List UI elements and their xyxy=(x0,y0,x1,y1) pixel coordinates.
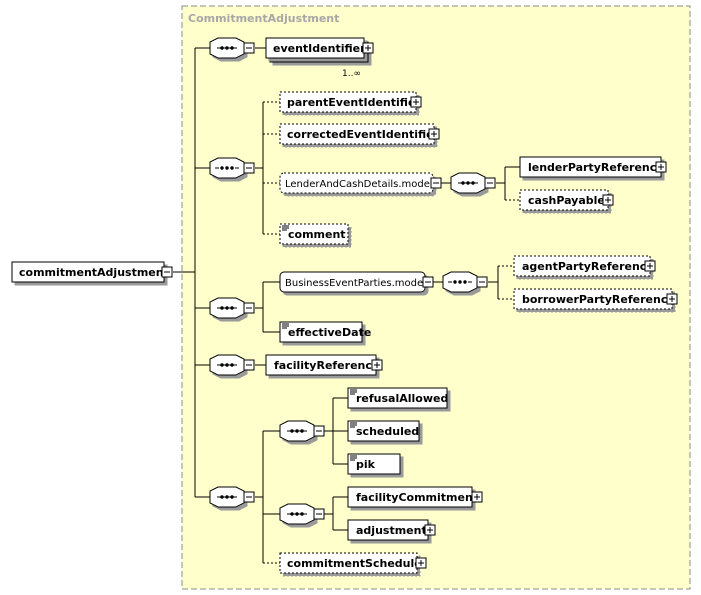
collapse-icon[interactable] xyxy=(243,359,255,371)
expand-icon[interactable] xyxy=(602,194,614,206)
element-pik[interactable]: pik xyxy=(347,453,401,475)
expand-icon[interactable] xyxy=(410,96,422,108)
collapse-icon[interactable] xyxy=(313,508,325,520)
element-label: effectiveDate xyxy=(288,326,371,339)
element-label: eventIdentifier xyxy=(273,42,366,55)
element-facilityReference[interactable]: facilityReference xyxy=(265,354,383,376)
element-label: lenderPartyReference xyxy=(528,161,664,174)
collapse-icon[interactable] xyxy=(243,42,255,54)
connector-lines xyxy=(173,47,520,564)
collapse-icon[interactable] xyxy=(430,177,442,189)
element-scheduled[interactable]: scheduled xyxy=(347,420,420,442)
element-cashPayable[interactable]: cashPayable xyxy=(519,189,614,211)
group-BusinessEventParties[interactable]: BusinessEventParties.model xyxy=(279,271,434,293)
element-label: commitmentSchedule xyxy=(287,557,422,570)
element-refusalAllowed[interactable]: refusalAllowed xyxy=(347,387,448,409)
expand-icon[interactable] xyxy=(644,260,656,272)
collapse-icon[interactable] xyxy=(243,491,255,503)
element-label: facilityCommitment xyxy=(356,491,478,504)
expand-icon[interactable] xyxy=(424,524,436,536)
sequence-compositor-5b[interactable] xyxy=(279,503,325,525)
sequence-compositor-5a[interactable] xyxy=(279,420,325,442)
expand-icon[interactable] xyxy=(655,161,667,173)
sequence-compositor-4[interactable] xyxy=(209,354,255,376)
element-label: refusalAllowed xyxy=(356,392,448,405)
element-label: cashPayable xyxy=(528,194,605,207)
element-label: parentEventIdentifier xyxy=(287,96,421,109)
expand-icon[interactable] xyxy=(471,491,483,503)
simple-type-icon xyxy=(350,389,357,395)
simple-type-icon xyxy=(350,422,357,428)
choice-compositor-parties[interactable] xyxy=(442,271,488,293)
sequence-compositor-3[interactable] xyxy=(209,297,255,319)
collapse-icon[interactable] xyxy=(243,302,255,314)
element-borrowerPartyReference[interactable]: borrowerPartyReference xyxy=(513,288,678,310)
element-agentPartyReference[interactable]: agentPartyReference xyxy=(513,255,656,277)
choice-compositor-1[interactable] xyxy=(209,157,255,179)
element-label: borrowerPartyReference xyxy=(522,293,675,306)
element-comment[interactable]: comment xyxy=(279,223,349,245)
sequence-compositor-1[interactable] xyxy=(209,37,255,59)
expand-icon[interactable] xyxy=(362,42,374,54)
group-label: BusinessEventParties.model xyxy=(285,278,426,289)
expand-icon[interactable] xyxy=(371,359,383,371)
sequence-compositor-lender[interactable] xyxy=(450,172,496,194)
simple-type-icon xyxy=(282,225,289,231)
collapse-icon[interactable] xyxy=(422,276,434,288)
collapse-icon[interactable] xyxy=(484,177,496,189)
sequence-compositor-5[interactable] xyxy=(209,486,255,508)
simple-type-icon xyxy=(282,323,289,329)
element-adjustment[interactable]: adjustment xyxy=(347,519,436,541)
element-effectiveDate[interactable]: effectiveDate xyxy=(279,321,371,343)
element-label: correctedEventIdentifier xyxy=(287,128,440,141)
expand-icon[interactable] xyxy=(415,557,427,569)
element-label: adjustment xyxy=(356,524,427,537)
element-label: agentPartyReference xyxy=(522,260,654,273)
collapse-icon[interactable] xyxy=(313,425,325,437)
collapse-icon[interactable] xyxy=(161,266,173,278)
group-LenderAndCashDetails[interactable]: LenderAndCashDetails.model xyxy=(279,172,442,194)
root-element-label: commitmentAdjustment xyxy=(19,266,169,279)
simple-type-icon xyxy=(350,455,357,461)
expand-icon[interactable] xyxy=(428,128,440,140)
element-label: facilityReference xyxy=(274,359,379,372)
element-parentEventIdentifier[interactable]: parentEventIdentifier xyxy=(279,91,422,113)
collapse-icon[interactable] xyxy=(476,276,488,288)
element-eventIdentifier[interactable]: eventIdentifier 1..∞ xyxy=(265,37,374,79)
expand-icon[interactable] xyxy=(666,293,678,305)
container-title: CommitmentAdjustment xyxy=(188,12,339,25)
root-element[interactable]: commitmentAdjustment xyxy=(11,261,173,283)
group-label: LenderAndCashDetails.model xyxy=(285,179,433,190)
element-label: comment xyxy=(288,228,346,241)
element-label: scheduled xyxy=(356,425,419,438)
element-label: pik xyxy=(356,458,376,471)
element-facilityCommitment[interactable]: facilityCommitment xyxy=(347,486,483,508)
element-lenderPartyReference[interactable]: lenderPartyReference xyxy=(519,156,667,178)
collapse-icon[interactable] xyxy=(243,162,255,174)
cardinality-label: 1..∞ xyxy=(342,69,361,79)
element-commitmentSchedule[interactable]: commitmentSchedule xyxy=(279,552,427,574)
element-correctedEventIdentifier[interactable]: correctedEventIdentifier xyxy=(279,123,440,145)
